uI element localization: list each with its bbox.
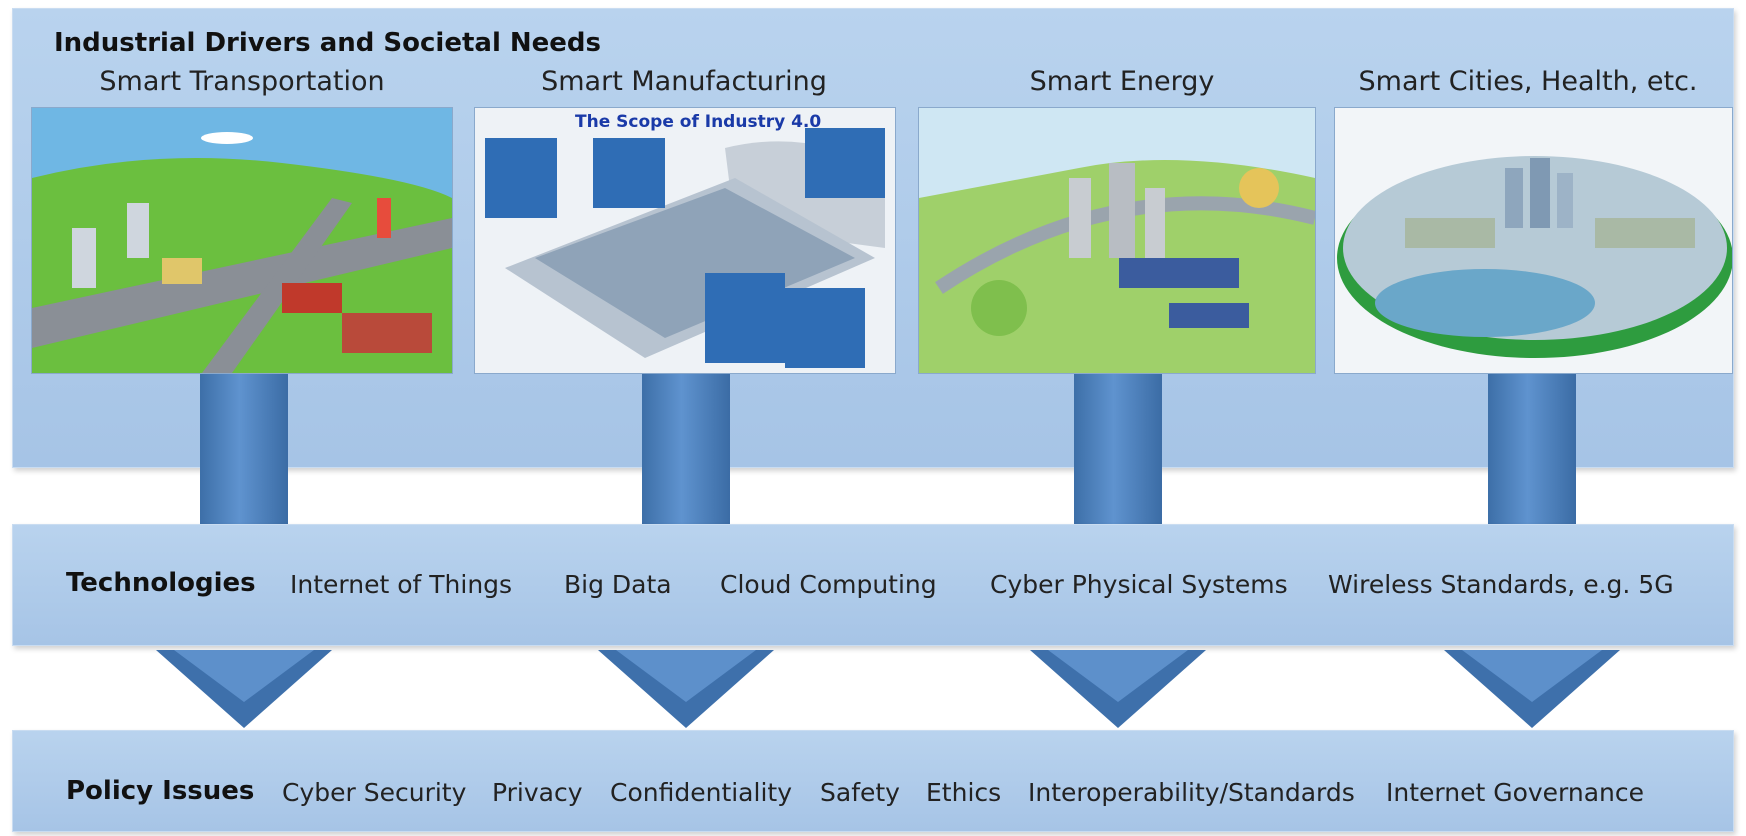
column-title-energy: Smart Energy xyxy=(1029,66,1215,97)
policy-safety: Safety xyxy=(820,778,900,807)
policy-panel xyxy=(12,730,1734,832)
column-title-manufacturing: Smart Manufacturing xyxy=(541,66,827,97)
technologies-panel xyxy=(12,524,1734,646)
column-title-transportation: Smart Transportation xyxy=(99,66,385,97)
policy-ethics: Ethics xyxy=(926,778,1002,807)
policy-interoperability: Interoperability/Standards xyxy=(1028,778,1355,807)
policy-privacy: Privacy xyxy=(492,778,583,807)
arrowhead-3 xyxy=(1030,650,1206,728)
arrowhead-2 xyxy=(598,650,774,728)
policy-cyber-security: Cyber Security xyxy=(282,778,467,807)
arrow-shaft-cities xyxy=(1488,372,1576,524)
transportation-illustration xyxy=(31,107,453,374)
tech-internet-of-things: Internet of Things xyxy=(290,570,513,599)
arrowhead-1 xyxy=(156,650,332,728)
arrowhead-4 xyxy=(1444,650,1620,728)
arrow-shaft-energy xyxy=(1074,372,1162,524)
tech-cloud-computing: Cloud Computing xyxy=(720,570,937,599)
energy-illustration xyxy=(918,107,1316,374)
arrow-shaft-transportation xyxy=(200,372,288,524)
manufacturing-illustration: The Scope of Industry 4.0 xyxy=(474,107,896,374)
tech-big-data: Big Data xyxy=(564,570,672,599)
policy-title: Policy Issues xyxy=(66,776,255,806)
technologies-title: Technologies xyxy=(66,568,256,598)
arrow-shaft-manufacturing xyxy=(642,372,730,524)
drivers-title: Industrial Drivers and Societal Needs xyxy=(54,28,602,58)
industry-scope-caption: The Scope of Industry 4.0 xyxy=(575,112,822,132)
tech-cyber-physical-systems: Cyber Physical Systems xyxy=(990,570,1288,599)
cities-illustration xyxy=(1334,107,1733,374)
policy-internet-governance: Internet Governance xyxy=(1386,778,1645,807)
column-title-cities: Smart Cities, Health, etc. xyxy=(1358,66,1698,97)
tech-wireless-standards: Wireless Standards, e.g. 5G xyxy=(1328,570,1674,599)
policy-confidentiality: Confidentiality xyxy=(610,778,792,807)
